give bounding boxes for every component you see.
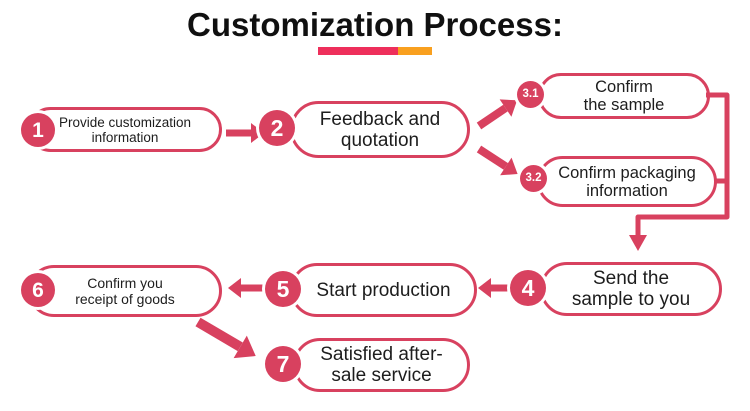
arrow-step2-to-step3-1 bbox=[476, 99, 518, 130]
step-3-2-pill: Confirm packaging information bbox=[537, 156, 717, 207]
step-2-label-line1: Feedback and bbox=[319, 108, 441, 130]
title-underline-orange bbox=[398, 47, 432, 55]
step-4-label-line2: sample to you bbox=[571, 289, 691, 310]
step-2-pill: Feedback and quotation bbox=[290, 101, 470, 158]
step-3-2-label-line1: Confirm packaging bbox=[558, 163, 696, 182]
step-7-number-badge: 7 bbox=[265, 346, 301, 382]
title-underline-pink bbox=[318, 47, 398, 55]
step-7-label-line1: Satisfied after- bbox=[320, 344, 443, 365]
step-5-pill: Start production bbox=[290, 263, 477, 317]
step-1-number-badge: 1 bbox=[21, 113, 55, 147]
step-3-1-pill: Confirm the sample bbox=[538, 73, 710, 119]
step-5-number-badge: 5 bbox=[265, 271, 301, 307]
step-4-number-badge: 4 bbox=[510, 270, 546, 306]
step-3-2-number-badge: 3.2 bbox=[520, 165, 547, 192]
step-7-label-line2: sale service bbox=[331, 365, 432, 386]
step-1-label-line2: information bbox=[91, 129, 159, 145]
step-2-label-line2: quotation bbox=[340, 129, 420, 151]
step-2-number-badge: 2 bbox=[259, 110, 295, 146]
step-1-pill: Provide customization information bbox=[28, 107, 222, 152]
arrow-step6-to-step7 bbox=[195, 317, 256, 359]
step-3-1-label-line2: the sample bbox=[583, 96, 665, 114]
step-7-pill: Satisfied after- sale service bbox=[293, 338, 470, 392]
step-4-pill: Send the sample to you bbox=[540, 262, 722, 316]
step-1-label-line1: Provide customization bbox=[58, 114, 192, 130]
step-5-label-line1: Start production bbox=[316, 279, 451, 301]
step-6-label-line1: Confirm you bbox=[87, 275, 163, 291]
step-3-1-number-badge: 3.1 bbox=[517, 81, 544, 108]
page-title: Customization Process: bbox=[187, 6, 563, 43]
step-6-pill: Confirm you receipt of goods bbox=[28, 265, 222, 317]
arrow-step5-to-step6 bbox=[228, 278, 266, 298]
step-3-2-label-line2: information bbox=[586, 181, 668, 200]
arrow-step4-to-step5 bbox=[478, 278, 512, 298]
step-6-number-badge: 6 bbox=[21, 273, 55, 307]
step-3-1-label-line1: Confirm bbox=[595, 78, 653, 96]
arrow-step2-to-step3-2 bbox=[476, 145, 518, 176]
step-4-label-line1: Send the bbox=[592, 268, 670, 289]
step-6-label-line2: receipt of goods bbox=[75, 291, 175, 307]
